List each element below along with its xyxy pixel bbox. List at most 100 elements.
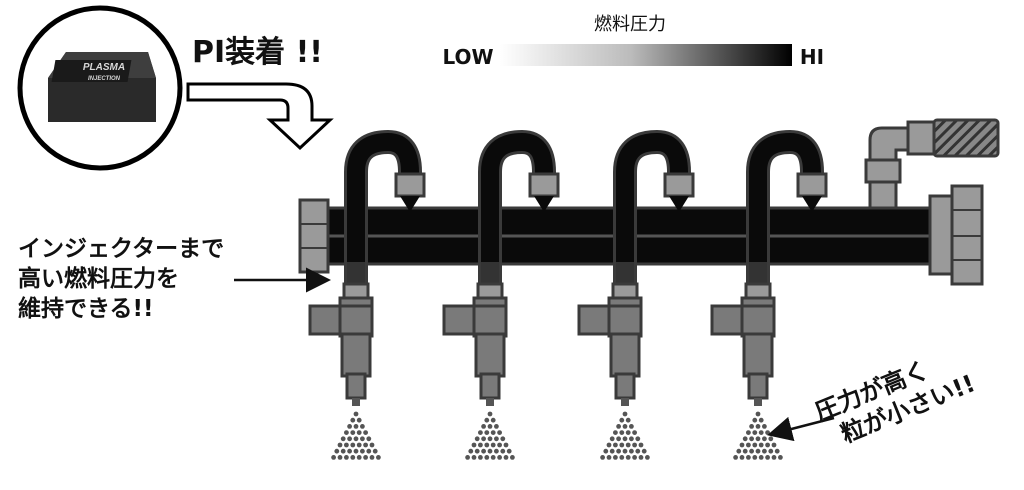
- fuel-droplet: [619, 417, 625, 423]
- fuel-droplet: [366, 436, 372, 442]
- fuel-droplet: [347, 436, 352, 442]
- fuel-droplet: [487, 448, 493, 454]
- fuel-droplet: [635, 448, 641, 454]
- rail-end-cap-left: [298, 198, 330, 274]
- injector-feed-pipe: [347, 132, 419, 290]
- fuel-droplet: [474, 448, 480, 454]
- fuel-droplet: [347, 424, 352, 429]
- fuel-feed-line: [864, 118, 1000, 210]
- fuel-droplet: [638, 455, 644, 460]
- legend-high-label: HI: [800, 45, 824, 69]
- fuel-droplet: [510, 455, 515, 460]
- fuel-droplet: [344, 442, 349, 448]
- right-note-arrow: [767, 416, 835, 442]
- pipe-lower-segment: [749, 262, 767, 284]
- fuel-droplet: [490, 417, 496, 423]
- fuel-droplet: [749, 424, 754, 429]
- pipe-lower-segment: [481, 262, 499, 284]
- fuel-droplet: [363, 455, 368, 460]
- device-label-line1: PLASMA: [83, 62, 125, 73]
- injector-body: [474, 332, 506, 378]
- fuel-droplet: [768, 448, 774, 454]
- injector-nozzle: [614, 372, 636, 400]
- fuel-spray-3: [600, 411, 650, 460]
- injector-assembly-3: [577, 129, 695, 460]
- injector-head: [338, 304, 374, 338]
- fuel-droplet: [765, 430, 770, 435]
- fuel-droplet: [360, 424, 365, 429]
- fuel-droplet: [752, 430, 758, 435]
- fuel-droplet: [503, 442, 509, 448]
- fuel-droplet: [376, 455, 381, 460]
- fuel-droplet: [768, 436, 774, 442]
- pipe-nut-top: [796, 172, 828, 198]
- fuel-droplet: [350, 417, 356, 423]
- fuel-droplet: [506, 448, 512, 454]
- fuel-droplet: [765, 442, 770, 448]
- fuel-droplet: [755, 411, 761, 417]
- fuel-droplet: [752, 455, 758, 460]
- fuel-droplet: [350, 430, 356, 435]
- fuel-droplet: [771, 455, 777, 460]
- fuel-droplet: [755, 448, 761, 454]
- pipe-rail-joint: [400, 196, 420, 212]
- device-callout: PI装着 !!: [192, 35, 323, 70]
- injector-nozzle: [345, 372, 367, 400]
- fuel-droplet: [625, 442, 631, 448]
- fuel-droplet: [733, 455, 738, 460]
- injector-head: [607, 304, 643, 338]
- pipe-lower-segment: [347, 262, 365, 284]
- fuel-droplet: [606, 442, 612, 448]
- fuel-droplet: [484, 417, 490, 423]
- fuel-droplet: [360, 436, 365, 442]
- fuel-droplet: [629, 448, 634, 454]
- fuel-droplet: [622, 436, 628, 442]
- fuel-droplet: [613, 430, 618, 435]
- fuel-droplet: [481, 424, 486, 429]
- fuel-droplet: [360, 448, 365, 454]
- left-note-line-2: 高い燃料圧力を: [18, 265, 179, 292]
- injector-tip: [754, 398, 762, 406]
- fuel-droplet: [736, 448, 742, 454]
- injector-assembly-4: [710, 129, 828, 460]
- injector-assembly-2: [442, 129, 560, 460]
- fuel-droplet: [363, 442, 368, 448]
- fuel-droplet: [742, 436, 748, 442]
- fuel-droplet: [356, 417, 362, 423]
- fuel-droplet: [353, 436, 359, 442]
- fuel-droplet: [484, 455, 490, 460]
- fuel-droplet: [742, 448, 748, 454]
- rail-end-fitting-right: [928, 194, 956, 276]
- fuel-droplet: [356, 430, 362, 435]
- fuel-droplet: [638, 442, 644, 448]
- fuel-droplet: [356, 455, 362, 460]
- fuel-droplet: [331, 455, 336, 460]
- fuel-droplet: [616, 436, 621, 442]
- fuel-droplet: [363, 430, 368, 435]
- fuel-droplet: [758, 417, 764, 423]
- injector-feed-pipe: [616, 132, 688, 290]
- fuel-droplet: [500, 448, 506, 454]
- fuel-droplet: [468, 448, 474, 454]
- fuel-droplet: [478, 455, 483, 460]
- fuel-droplet: [494, 436, 499, 442]
- injector-nozzle: [479, 372, 501, 400]
- fuel-droplet: [609, 448, 615, 454]
- fuel-droplet: [484, 430, 490, 435]
- fuel-droplet: [746, 442, 751, 448]
- injector-head: [740, 304, 776, 338]
- fuel-droplet: [625, 430, 631, 435]
- fuel-droplet: [494, 424, 499, 429]
- fuel-droplet: [481, 448, 486, 454]
- fuel-droplet: [369, 455, 375, 460]
- fuel-droplet: [350, 442, 356, 448]
- left-annotation: インジェクターまで 高い燃料圧力を 維持できる!!: [18, 236, 331, 322]
- left-note-line-1: インジェクターまで: [18, 236, 224, 262]
- left-note-line-3: 維持できる!!: [18, 295, 154, 322]
- injector-tip: [621, 398, 629, 406]
- fuel-droplet: [487, 436, 493, 442]
- pipe-nut-top: [394, 172, 426, 198]
- fuel-droplet: [749, 436, 754, 442]
- fuel-droplet: [494, 448, 499, 454]
